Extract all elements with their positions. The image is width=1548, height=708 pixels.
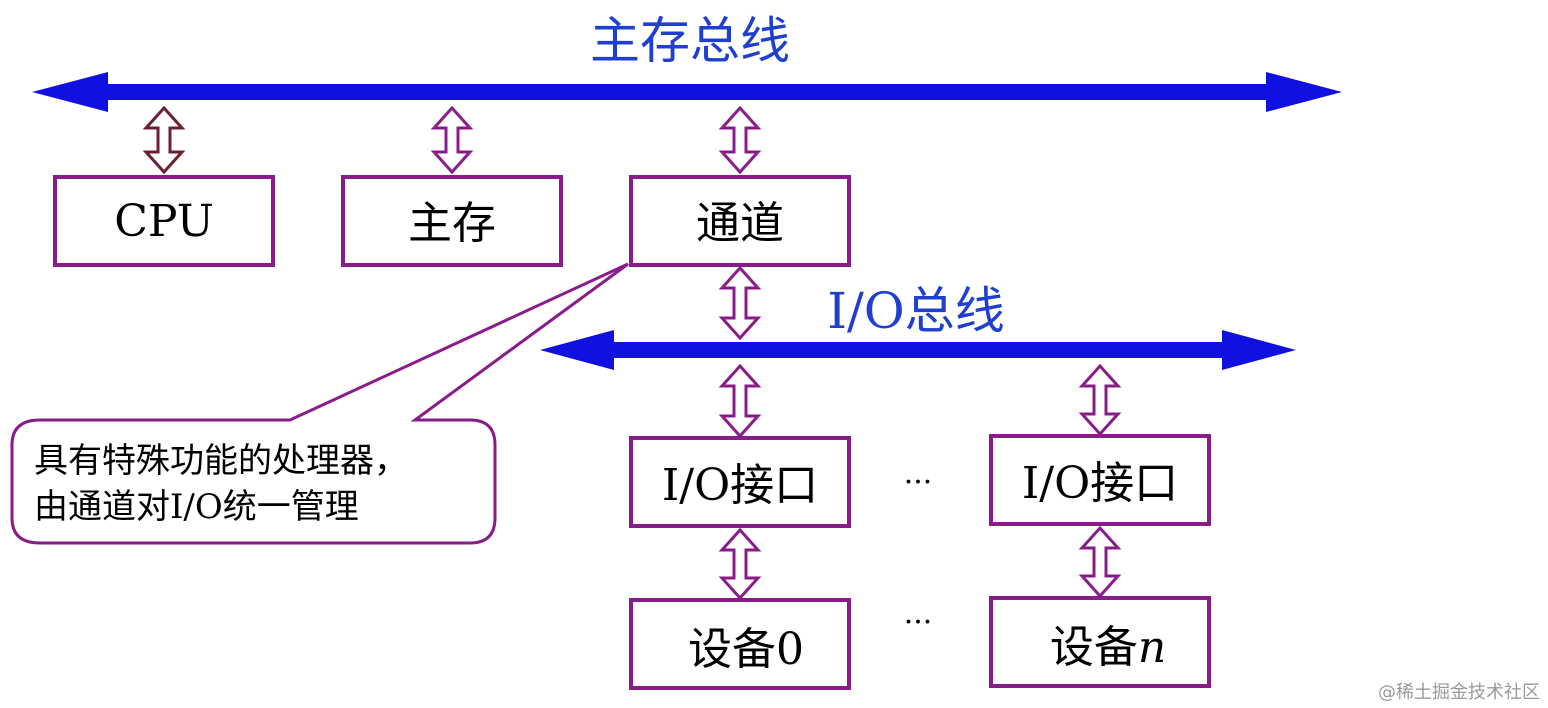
io-interface-0-label: I/O接口 [662,460,818,511]
channel-bottom-connector-icon [718,265,762,341]
io-interface-n-connector-icon [1078,363,1122,437]
interface-ellipsis: ··· [904,465,933,500]
main-bus-label: 主存总线 [590,12,790,70]
cpu-box: CPU [53,175,275,267]
memory-label: 主存 [408,198,496,249]
device-n-box: 设备n [989,596,1211,688]
device-0-box: 设备0 [629,598,851,690]
io-interface-n-box: I/O接口 [989,434,1211,526]
io-interface-0-connector-icon [718,363,762,439]
channel-top-connector-icon [718,105,762,175]
device-n-label: 设备n [1050,622,1166,673]
device-n-suffix: n [1138,622,1166,673]
callout-line-1: 具有特殊功能的处理器， [34,441,408,481]
cpu-connector-icon [142,105,186,175]
memory-box: 主存 [341,175,563,267]
callout-bubble: 具有特殊功能的处理器， 由通道对I/O统一管理 [10,262,629,545]
io-bus-label: I/O总线 [827,282,1005,340]
io-interface-0-box: I/O接口 [629,436,851,528]
cpu-label: CPU [114,196,214,247]
device-n-connector-icon [1078,525,1122,599]
channel-label: 通道 [696,198,784,249]
main-bus-arrow-icon [32,72,1342,112]
device-0-label: 设备0 [688,624,804,675]
device-0-connector-icon [718,527,762,601]
io-interface-n-label: I/O接口 [1022,458,1178,509]
device-n-prefix: 设备 [1050,622,1138,673]
memory-connector-icon [430,105,474,175]
io-bus-arrow-icon [540,330,1296,370]
callout-line-2: 由通道对I/O统一管理 [34,487,359,527]
watermark: @稀土掘金技术社区 [1378,682,1540,703]
channel-box: 通道 [629,175,851,267]
device-ellipsis: ··· [904,605,933,640]
